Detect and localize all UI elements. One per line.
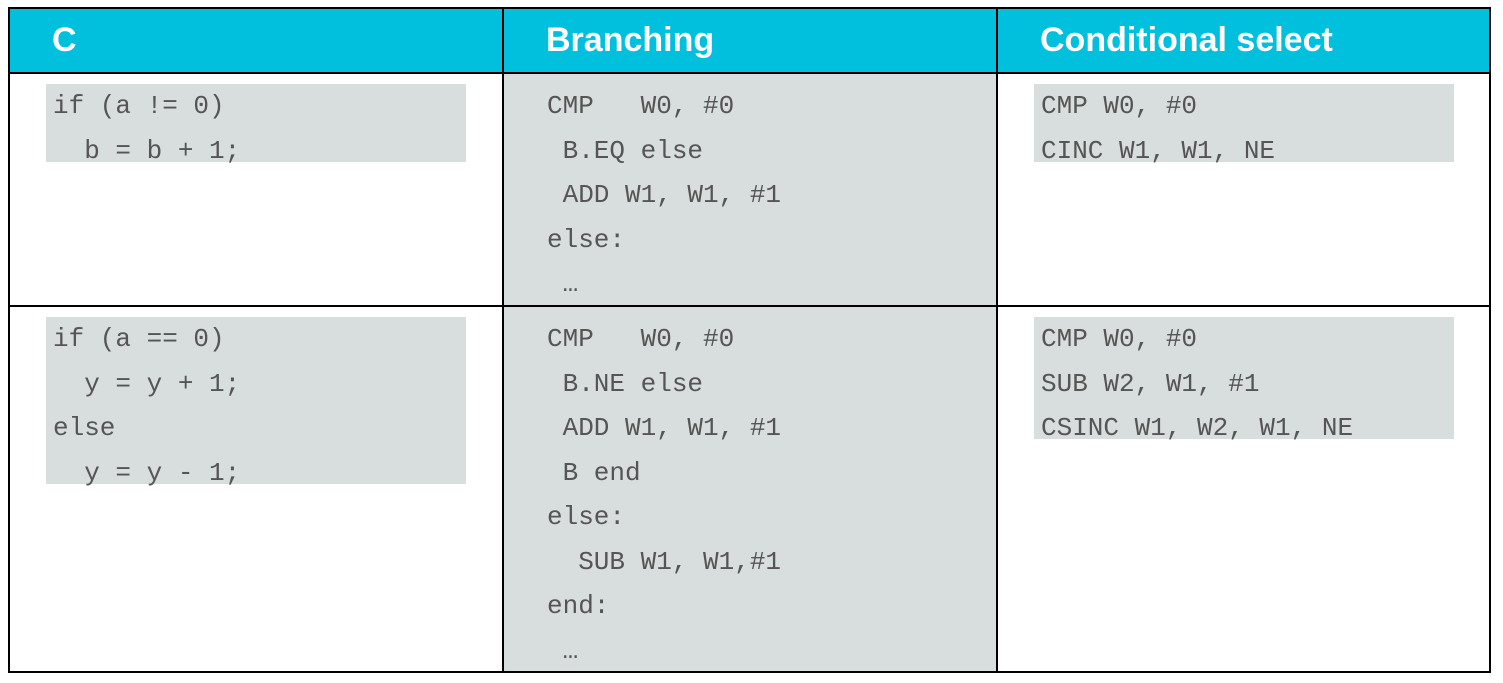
header-conditional-select-label: Conditional select bbox=[1040, 21, 1333, 59]
code-line: B end bbox=[547, 457, 641, 488]
header-c-label: C bbox=[52, 21, 77, 59]
code-line: b = b + 1; bbox=[53, 135, 241, 166]
row1-c-code-block: if (a != 0) b = b + 1; bbox=[46, 84, 466, 166]
code-line: end: bbox=[547, 591, 610, 621]
code-line: y = y + 1; bbox=[53, 368, 241, 399]
code-line: else bbox=[53, 413, 116, 443]
row2-branching-code-block: CMP W0, #0 B.NE else ADD W1, W1, #1 B en… bbox=[540, 317, 960, 673]
code-line: CMP W0, #0 bbox=[1041, 91, 1198, 121]
row2-c-cell: if (a == 0) y = y + 1; else y = y - 1; bbox=[10, 307, 504, 671]
code-line: B.EQ else bbox=[547, 135, 704, 166]
comparison-table: C Branching Conditional select if (a != … bbox=[8, 7, 1491, 673]
code-line: CINC W1, W1, NE bbox=[1041, 135, 1276, 166]
code-line: … bbox=[547, 635, 579, 666]
code-line: SUB W1, W1,#1 bbox=[547, 546, 782, 577]
code-line: y = y - 1; bbox=[53, 457, 241, 488]
row2-conditional-select-cell: CMP W0, #0 SUB W2, W1, #1 CSINC W1, W2, … bbox=[998, 307, 1489, 671]
row2-conditional-select-code-block: CMP W0, #0 SUB W2, W1, #1 CSINC W1, W2, … bbox=[1034, 317, 1454, 443]
row1-conditional-select-code-block: CMP W0, #0 CINC W1, W1, NE bbox=[1034, 84, 1454, 166]
code-line: CMP W0, #0 bbox=[547, 324, 735, 354]
code-line: if (a != 0) bbox=[53, 91, 225, 121]
row2-branching-cell: CMP W0, #0 B.NE else ADD W1, W1, #1 B en… bbox=[504, 307, 998, 671]
row1-branching-code-block: CMP W0, #0 B.EQ else ADD W1, W1, #1 else… bbox=[540, 84, 960, 307]
code-line: if (a == 0) bbox=[53, 324, 225, 354]
row2-c-code-block: if (a == 0) y = y + 1; else y = y - 1; bbox=[46, 317, 466, 488]
code-line: CMP W0, #0 bbox=[547, 91, 735, 121]
row1-branching-cell: CMP W0, #0 B.EQ else ADD W1, W1, #1 else… bbox=[504, 74, 998, 307]
code-line: SUB W2, W1, #1 bbox=[1041, 368, 1260, 399]
row1-conditional-select-cell: CMP W0, #0 CINC W1, W1, NE bbox=[998, 74, 1489, 307]
code-line: else: bbox=[547, 502, 626, 532]
code-line: B.NE else bbox=[547, 368, 704, 399]
code-line: ADD W1, W1, #1 bbox=[547, 413, 782, 443]
header-c: C bbox=[10, 9, 504, 74]
code-line: else: bbox=[547, 224, 626, 255]
header-branching-label: Branching bbox=[546, 21, 715, 59]
header-conditional-select: Conditional select bbox=[998, 9, 1489, 74]
code-line: CSINC W1, W2, W1, NE bbox=[1041, 413, 1354, 443]
code-line: ADD W1, W1, #1 bbox=[547, 180, 782, 210]
row1-c-cell: if (a != 0) b = b + 1; bbox=[10, 74, 504, 307]
header-branching: Branching bbox=[504, 9, 998, 74]
code-line: CMP W0, #0 bbox=[1041, 324, 1198, 354]
code-line: … bbox=[547, 269, 579, 299]
